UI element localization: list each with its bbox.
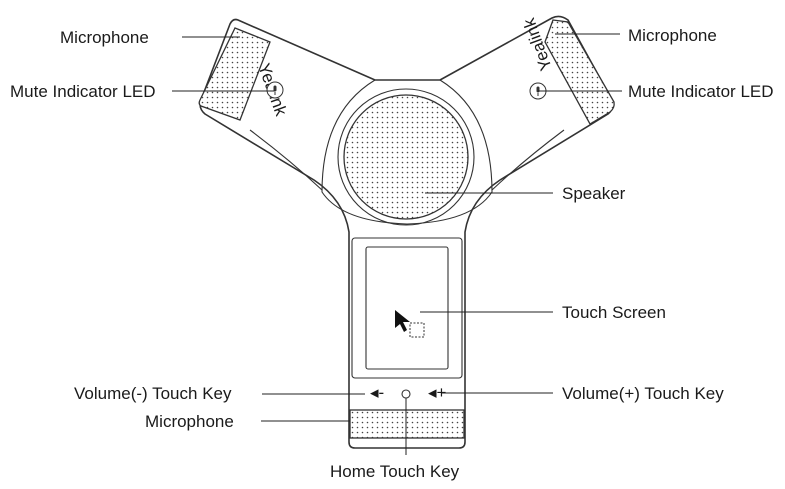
label-speaker: Speaker: [562, 184, 626, 203]
microphone-mute-icon: [273, 85, 277, 95]
label-touch-screen: Touch Screen: [562, 303, 666, 322]
speaker-grille: [343, 94, 469, 220]
callout-labels: Microphone Mute Indicator LED Microphone…: [10, 26, 774, 481]
label-volume-plus: Volume(+) Touch Key: [562, 384, 724, 403]
label-microphone-bottom: Microphone: [145, 412, 234, 431]
cursor-arrow-icon: [395, 310, 425, 338]
leader-lines: [172, 33, 622, 455]
arm-inner-line-left: [249, 129, 323, 191]
arm-inner-line-right: [491, 129, 565, 191]
volume-minus-key-glyph: ◂-: [370, 383, 384, 402]
phone-body: Yealink Yealink: [198, 15, 615, 449]
speaker-ring-outer: [337, 88, 475, 226]
label-volume-minus: Volume(-) Touch Key: [74, 384, 232, 403]
speaker-surround: [321, 79, 493, 225]
touch-screen: [351, 237, 463, 379]
microphone-grille-bottom: [349, 409, 465, 439]
label-mute-led-right: Mute Indicator LED: [628, 82, 774, 101]
label-mute-led-left: Mute Indicator LED: [10, 82, 156, 101]
label-microphone-left: Microphone: [60, 28, 149, 47]
microphone-grille-right: [544, 19, 615, 125]
label-home-key: Home Touch Key: [330, 462, 460, 481]
microphone-grille-left: [198, 27, 271, 121]
speaker: [321, 79, 493, 226]
volume-plus-key-glyph: ◂+: [428, 383, 447, 402]
label-microphone-right: Microphone: [628, 26, 717, 45]
mute-indicator-led-left: [266, 81, 284, 99]
